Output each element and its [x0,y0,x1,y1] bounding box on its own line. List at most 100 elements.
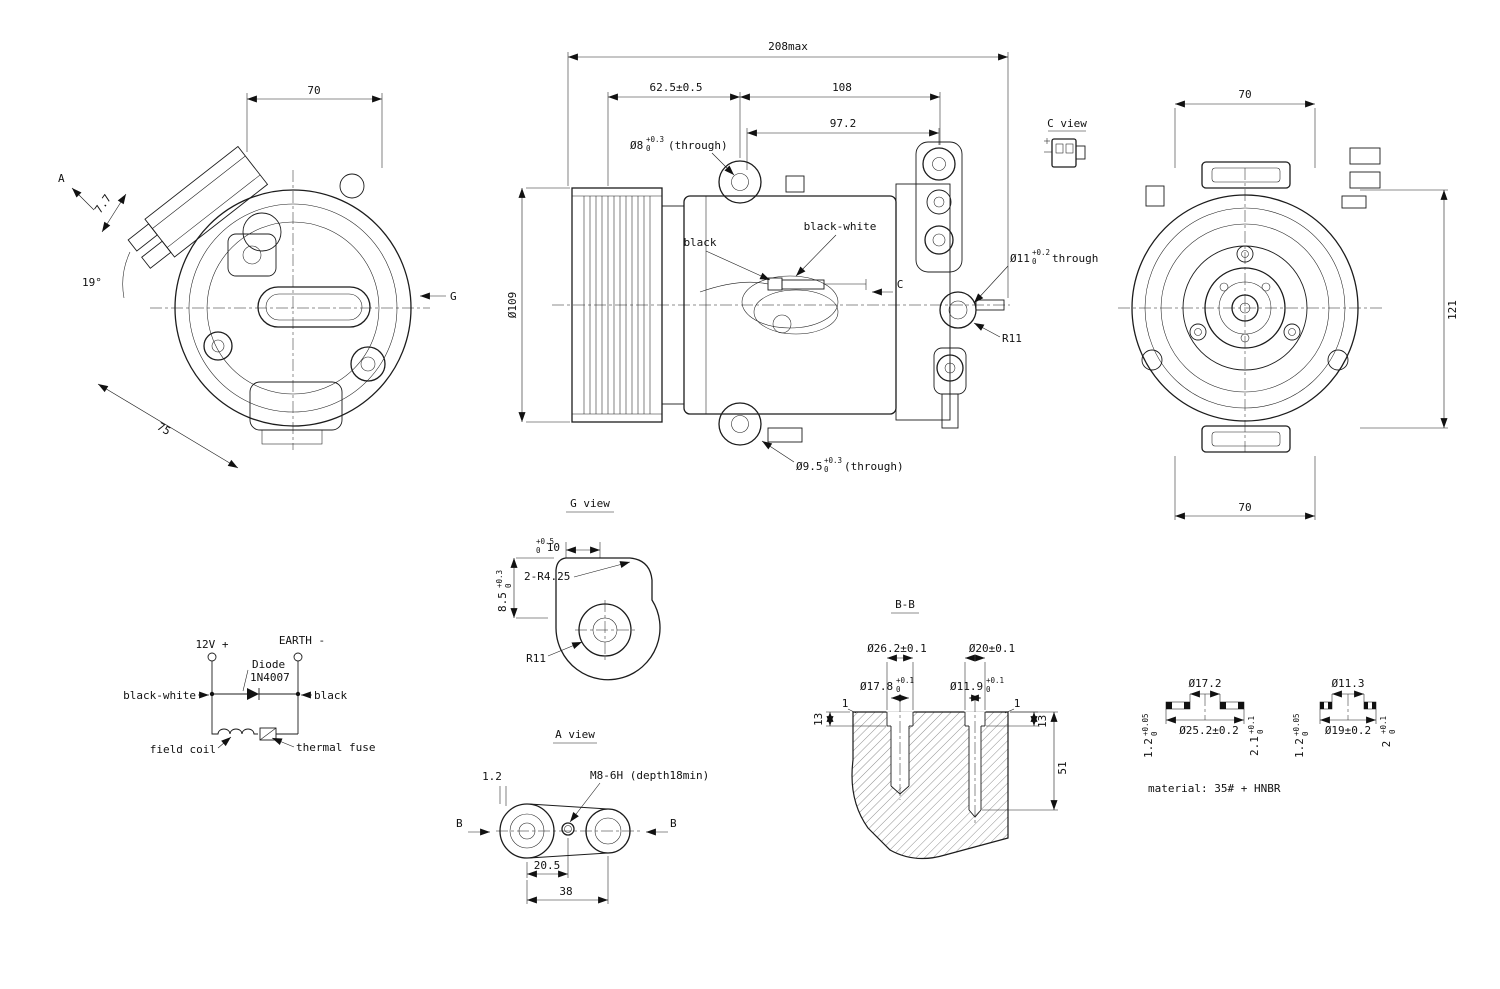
dim-hole-bottom-suffix: (through) [844,460,904,473]
dim-seal-right-thickness-base: 1.2 [1293,738,1306,758]
field-coil-label: field coil [150,743,216,756]
dim-hole-side-suffix: through [1052,252,1098,265]
bb-caption: B-B [895,598,915,611]
view-direction-g: G [420,290,457,303]
dim-seal-left-height-tol-dn: 0 [1256,729,1265,734]
dim-70-right-top: 70 [1174,88,1316,168]
wire-label-black: black [683,236,771,281]
dim-38: 38 [526,856,609,904]
section-b-left-text: B [456,817,463,830]
dim-seal-right-thickness: 1.2 +0.05 0 [1292,713,1310,758]
dim-7-7-text: 7.7 [92,192,114,216]
wire-label-black-white-text: black-white [804,220,877,233]
c-view-detail: C view [1044,117,1087,168]
dim-cb-left-text: Ø26.2±0.1 [867,642,927,655]
dim-bore-right-tol-up: +0.1 [986,676,1004,685]
schematic-black-white-label: black-white [123,689,196,702]
dim-seal-left-thickness-base: 1.2 [1142,738,1155,758]
dim-hole-top: Ø8 +0.3 0 (through) [630,135,735,176]
dim-bore-right-base: Ø11.9 [950,680,983,693]
dim-hole-bottom-base: Ø9.5 [796,460,823,473]
dim-seal-right-height-base: 2 [1380,741,1393,748]
dim-hole-side-tol-dn: 0 [1032,257,1037,266]
dim-bore-right-tol-dn: 0 [986,685,991,694]
dim-cb-right: Ø20±0.1 [964,642,1015,710]
dim-g-r11: R11 [526,641,583,665]
diode-label-line1: Diode [252,658,285,671]
dim-seal-right-height: 2 +0.1 0 [1379,716,1397,747]
dim-bore-left-base: Ø17.8 [860,680,893,693]
circuit-schematic: 12V + EARTH - Diode 1N4007 black-white b… [123,634,375,756]
rear-bracket [915,141,1005,429]
dim-seal-right-inner-text: Ø11.3 [1331,677,1364,690]
dim-seal-right-thickness-tol-up: +0.05 [1292,713,1301,736]
dim-97-2: 97.2 [746,117,940,170]
dim-208max-text: 208max [768,40,808,53]
dim-seal-right-inner: Ø11.3 [1331,677,1365,702]
section-label-c: C [872,278,904,296]
dim-hole-bottom-tol-dn: 0 [824,465,829,474]
dim-bore-left: Ø17.8 +0.1 0 [860,676,914,702]
dim-pulley-diameter: Ø109 [506,187,570,423]
dim-seal-left-height: 2.1 +0.1 0 [1247,716,1265,756]
dim-hole-top-tol-dn: 0 [646,144,651,153]
dim-chamfer-left: 1 [842,697,857,714]
dim-70-right-bottom: 70 [1174,456,1316,520]
dim-bore-left-tol-up: +0.1 [896,676,914,685]
dim-seal-left-outer-text: Ø25.2±0.2 [1179,724,1239,737]
dim-hole-bottom-tol-up: +0.3 [824,456,842,465]
diode-symbol [247,688,260,700]
mount-lug-bottom [718,402,762,446]
view-a-label: A [58,172,65,185]
bb-bore-right [964,700,986,825]
g-view-detail: G view 10 +0.5 0 2-R4.25 8.5 +0.3 0 [495,497,661,681]
coil-connector [699,277,867,335]
dim-38-text: 38 [559,885,572,898]
dim-bore-right: Ø11.9 +0.1 0 [950,676,1004,702]
dim-seal-right-thickness-tol-dn: 0 [1301,731,1310,736]
dim-hole-bottom: Ø9.5 +0.3 0 (through) [761,440,904,474]
seal-detail-left: Ø17.2 Ø25.2±0.2 1.2 +0.05 0 2.1 +0.1 0 [1141,677,1265,758]
dim-seal-right-height-tol-dn: 0 [1388,729,1397,734]
dim-70-right-bottom-text: 70 [1238,501,1251,514]
dim-depth-left-text: 13 [812,713,825,726]
seal-detail-right: Ø11.3 Ø19±0.2 1.2 +0.05 0 2 +0.1 0 [1292,677,1397,758]
dim-hole-side-base: Ø11 [1010,252,1030,265]
a-view-detail: A view 1.2 M8-6H (depth18min) B B [456,728,709,904]
dim-depth-total-text: 51 [1056,761,1069,774]
dim-20-5-text: 20.5 [534,859,561,872]
dim-seal-left-outer: Ø25.2±0.2 [1165,709,1245,737]
dim-hole-top-suffix: (through) [668,139,728,152]
dim-108: 108 [740,81,941,145]
dim-g-height-tol-dn: 0 [504,583,513,588]
suction-port-assembly [127,145,269,269]
dim-seal-right-outer-text: Ø19±0.2 [1325,724,1371,737]
schematic-black-label: black [314,689,347,702]
dim-seal-left-inner-text: Ø17.2 [1188,677,1221,690]
thermal-fuse-symbol [259,727,298,741]
compressor-body [661,175,951,443]
section-label-c-text: C [897,278,904,291]
thermal-fuse-label: thermal fuse [296,741,375,754]
dim-g-height-tol-up: +0.3 [495,570,504,588]
bb-bore-left [886,700,914,800]
dim-cb-right-text: Ø20±0.1 [969,642,1015,655]
dim-seal-right-outer: Ø19±0.2 [1319,709,1377,737]
dim-75-slant: 75 [97,383,239,469]
dim-hole-side: Ø11 +0.2 0 through [973,248,1098,304]
dim-97-2-text: 97.2 [830,117,857,130]
dim-pulley-diameter-text: Ø109 [506,292,519,319]
dim-g-radius: 2-R4.25 [524,561,631,583]
dim-seal-left-thickness: 1.2 +0.05 0 [1141,713,1159,758]
dim-hole-top-tol-up: +0.3 [646,135,664,144]
material-note: material: 35# + HNBR [1148,782,1281,795]
dim-208max: 208max [567,40,1009,298]
dim-19deg-text: 19° [82,276,102,289]
pulley [571,187,663,423]
diode-label-line2: 1N4007 [250,671,290,684]
section-arrow-b-left: B [456,817,490,836]
dim-seal-left-thickness-tol-dn: 0 [1150,731,1159,736]
dim-r11-front: R11 [973,322,1022,345]
bb-cut-material [851,711,1009,860]
